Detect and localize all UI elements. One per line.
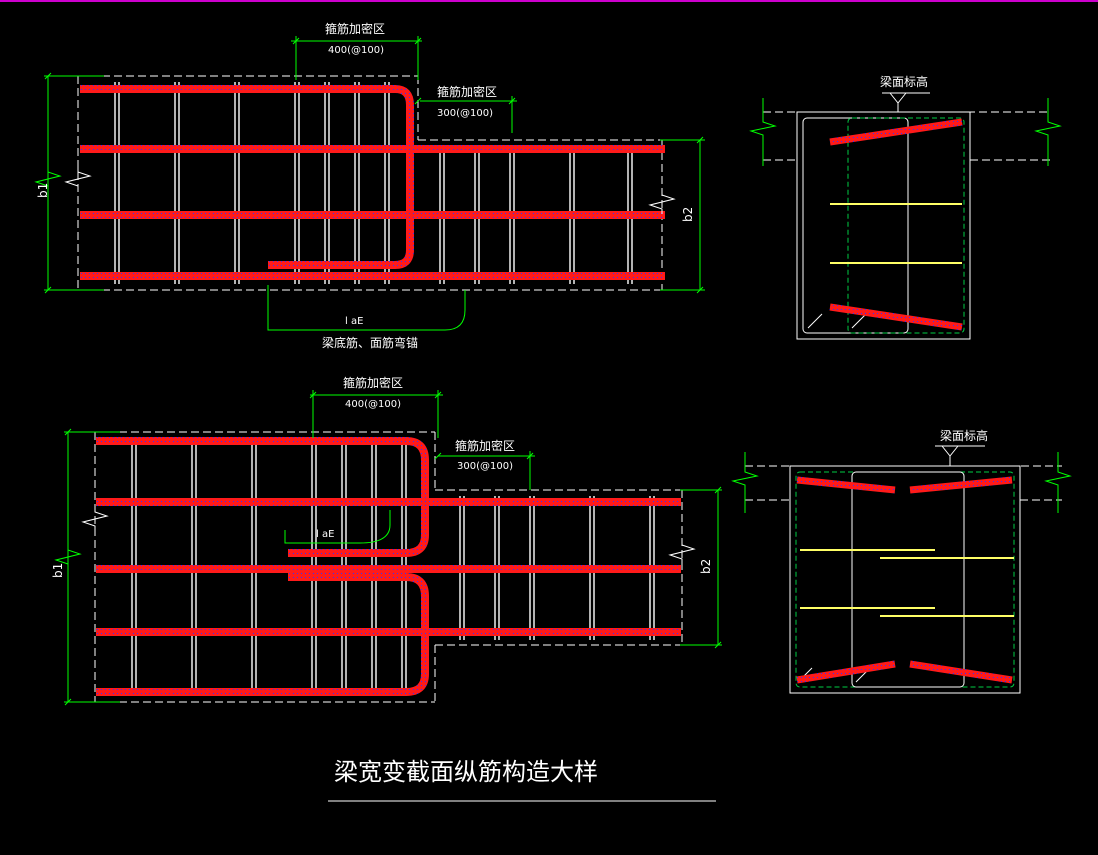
section-2-rebars: [796, 476, 1014, 684]
section-2-elevation-label: 梁面标高: [940, 428, 988, 443]
detail-2-anchor-length: l aE: [316, 529, 334, 540]
detail-1-plan: 箍筋加密区 400(@100) 箍筋加密区 300(@100) b1 b2 l …: [34, 21, 705, 350]
section-1-elevation-marker: [882, 92, 930, 112]
detail-1-stirrups: [114, 82, 633, 284]
detail-2-dense-zone-label: 箍筋加密区: [343, 375, 403, 390]
detail-2-dense-zone-value: 400(@100): [345, 399, 401, 410]
detail-1-anchor-length: l aE: [345, 316, 363, 327]
section-1-rebars: [829, 118, 963, 331]
detail-1-dense-zone-label: 箍筋加密区: [325, 21, 385, 36]
section-1: 梁面标高: [749, 74, 1062, 340]
detail-1-b2-label: b2: [681, 207, 695, 222]
detail-2-plan: 箍筋加密区 400(@100) 箍筋加密区 300(@100) b1 b2 l …: [51, 375, 722, 706]
section-1-slab-lines: [749, 98, 1062, 340]
detail-2-dimensions: [54, 390, 722, 703]
detail-1-dimensions: [34, 36, 705, 331]
detail-2-main-rebars: [96, 437, 681, 696]
detail-2-b2-label: b2: [699, 559, 713, 574]
detail-2-b1-label: b1: [51, 563, 65, 578]
detail-1-dense-zone2-value: 300(@100): [437, 108, 493, 119]
section-2-slab-lines: [731, 452, 1072, 694]
detail-1-dense-zone-value: 400(@100): [328, 45, 384, 56]
detail-2-outline: [94, 431, 683, 703]
detail-1-ticks: [44, 37, 704, 294]
detail-2-dense-zone2-label: 箍筋加密区: [455, 438, 515, 453]
detail-2-dense-zone2-value: 300(@100): [457, 461, 513, 472]
section-2: 梁面标高: [731, 428, 1072, 694]
detail-2-ticks: [64, 391, 722, 706]
detail-1-anchor-note: 梁底筋、面筋弯锚: [322, 335, 418, 350]
section-2-elevation-marker: [935, 445, 985, 466]
drawing-title: 梁宽变截面纵筋构造大样: [334, 758, 598, 786]
detail-1-outline: [77, 75, 663, 291]
section-1-elevation-label: 梁面标高: [880, 74, 928, 89]
detail-1-main-rebars: [80, 85, 665, 280]
detail-1-dense-zone2-label: 箍筋加密区: [437, 84, 497, 99]
detail-1-b1-label: b1: [36, 183, 50, 198]
